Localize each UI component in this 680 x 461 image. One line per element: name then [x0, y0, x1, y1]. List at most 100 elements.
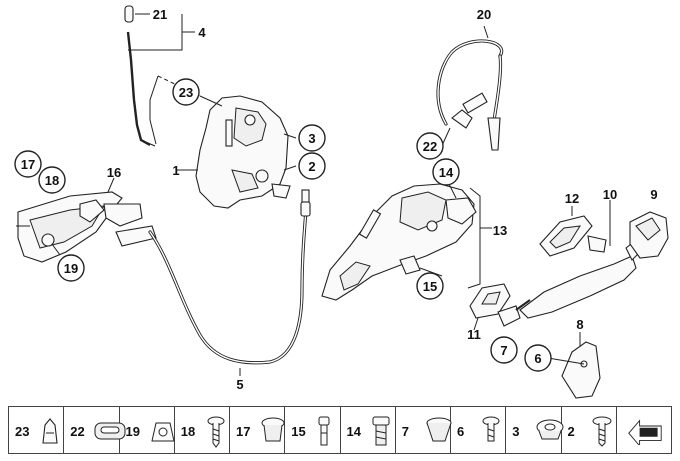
callout-15: 15: [416, 272, 444, 300]
bolt-icon: [372, 416, 389, 446]
part-13-carrier: [321, 183, 477, 301]
callout-7: 7: [490, 336, 518, 364]
leader-20: [483, 25, 489, 39]
leader-15: [419, 267, 443, 277]
callout-number: 5: [236, 377, 243, 392]
legend-number: 22: [70, 424, 85, 439]
callout-12: 12: [565, 191, 579, 206]
callout-19: 19: [57, 254, 85, 282]
legend-number: 18: [180, 424, 196, 439]
callout-number: 9: [650, 187, 657, 202]
callout-4: 4: [198, 25, 206, 40]
callout-number: 6: [534, 351, 541, 366]
callout-22: 22: [416, 132, 444, 160]
fastener-legend-strip: 23 22 19 18 17 15 14 7 6 3 2: [8, 406, 672, 454]
screw-icon: [207, 416, 225, 448]
part-10-outer-handle: [519, 235, 641, 319]
callout-number: 3: [308, 131, 315, 146]
callout-23: 23: [172, 78, 200, 106]
legend-cell: 7: [396, 407, 452, 453]
arrow-icon: [627, 419, 662, 445]
part-11-gasket: [469, 283, 511, 319]
legend-number: 3: [512, 424, 520, 439]
callout-number: 2: [308, 159, 315, 174]
callout-number: 4: [198, 25, 206, 40]
pin-icon: [318, 416, 330, 446]
nut-clip-icon: [150, 422, 175, 442]
callout-number: 11: [467, 327, 481, 342]
part-4-rod: [126, 31, 156, 147]
callout-2: 2: [298, 152, 326, 180]
legend-number: 19: [125, 424, 140, 439]
legend-cell: 22: [64, 407, 126, 453]
callout-number: 14: [439, 165, 454, 180]
legend-number: 2: [567, 424, 575, 439]
legend-cell: 19: [120, 407, 175, 453]
callout-20: 20: [477, 7, 491, 22]
legend-cell: 23: [9, 407, 65, 453]
callout-11: 11: [467, 327, 481, 342]
screw-icon: [482, 416, 500, 442]
callout-9: 9: [650, 187, 657, 202]
callout-3: 3: [298, 124, 326, 152]
callout-21: 21: [153, 7, 167, 22]
part-8-bracket: [561, 341, 601, 399]
callout-16: 16: [107, 165, 121, 180]
callout-number: 15: [423, 279, 437, 294]
legend-cell: 6: [451, 407, 507, 453]
legend-number: 23: [15, 424, 30, 439]
callout-number: 19: [64, 261, 78, 276]
leader-4: [135, 14, 195, 51]
callout-number: 7: [500, 343, 507, 358]
callout-number: 20: [477, 7, 491, 22]
part-1-door-lock: [195, 95, 291, 209]
part-12-gasket: [539, 215, 593, 257]
callout-number: 8: [576, 317, 583, 332]
part-16-inner-handle: [17, 191, 157, 263]
callout-number: 13: [493, 223, 507, 238]
callout-8: 8: [576, 317, 583, 332]
part-20-outer-cable: [436, 39, 504, 151]
callout-14: 14: [432, 158, 460, 186]
part-5-bowden-cable: [148, 189, 311, 365]
legend-cell: [617, 407, 671, 453]
callout-18: 18: [38, 166, 66, 194]
callout-1: 1: [172, 163, 179, 178]
legend-cell: 2: [562, 407, 617, 453]
leader-16: [107, 177, 115, 193]
legend-number: 14: [346, 424, 361, 439]
cap-icon: [426, 417, 452, 442]
grommet-icon: [94, 422, 126, 440]
callout-number: 17: [21, 157, 35, 172]
leader-13: [467, 187, 492, 289]
clip-icon: [42, 418, 58, 444]
callout-number: 18: [45, 173, 59, 188]
legend-cell: 18: [175, 407, 230, 453]
leader-11: [473, 317, 479, 331]
callout-number: 22: [423, 139, 437, 154]
legend-cell: 17: [230, 407, 286, 453]
callout-number: 21: [153, 7, 167, 22]
part-9-cap: [629, 211, 669, 259]
legend-cell: 3: [506, 407, 564, 453]
legend-number: 17: [236, 424, 251, 439]
callout-number: 1: [172, 163, 179, 178]
callout-number: 23: [179, 85, 193, 100]
callout-number: 10: [603, 187, 617, 202]
legend-cell: 15: [285, 407, 341, 453]
callout-10: 10: [603, 187, 617, 202]
grommet-icon: [536, 419, 564, 440]
leader-6: [547, 357, 585, 365]
leader-23: [149, 75, 223, 145]
legend-number: 15: [291, 424, 306, 439]
legend-number: 6: [457, 424, 465, 439]
callout-5: 5: [236, 377, 243, 392]
leader-19: [51, 243, 61, 256]
callout-17: 17: [14, 150, 42, 178]
callout-number: 12: [565, 191, 579, 206]
part-21-pin: [124, 5, 134, 23]
plug-icon: [261, 417, 285, 442]
legend-cell: 14: [341, 407, 396, 453]
